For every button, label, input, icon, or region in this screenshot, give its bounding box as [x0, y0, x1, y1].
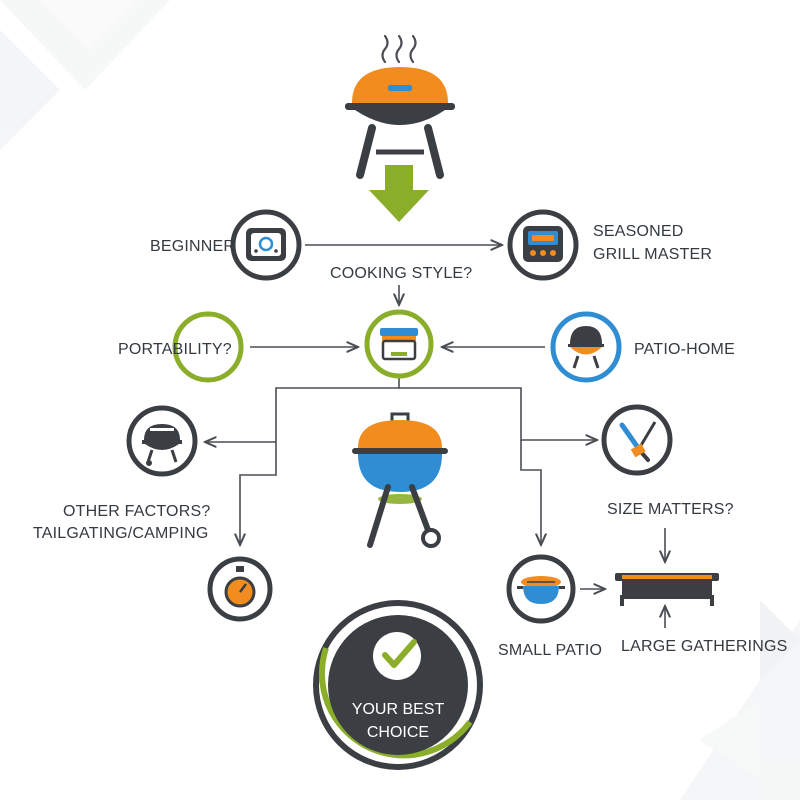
- label-large-gatherings: LARGE GATHERINGS: [621, 638, 788, 655]
- checkmark-icon: [373, 632, 421, 680]
- label-seasoned-line2: GRILL MASTER: [593, 246, 713, 263]
- thermometer-gauge-icon: [207, 556, 273, 622]
- label-seasoned-line1: SEASONED: [593, 223, 684, 240]
- digital-control-grill-icon: [230, 209, 302, 281]
- label-small-patio: SMALL PATIO: [498, 642, 603, 659]
- kettle-grill-icon: [352, 412, 448, 548]
- best-choice-badge: [313, 600, 483, 770]
- label-patio-home: PATIO-HOME: [634, 341, 735, 358]
- kettle-grill-icon: [126, 405, 198, 477]
- branch-left-down: [240, 442, 277, 545]
- label-tailgating-camping: TAILGATING/CAMPING: [33, 525, 209, 542]
- branch-left: [205, 377, 400, 442]
- down-arrow-icon: [369, 165, 429, 222]
- branch-right-down: [520, 440, 541, 545]
- label-beginner: BEGINNER: [150, 238, 236, 255]
- label-cooking-style: COOKING STYLE?: [330, 265, 473, 282]
- grill-tools-icon: [601, 404, 673, 476]
- branch-right: [399, 387, 597, 440]
- control-panel-icon: [507, 209, 579, 281]
- label-size-matters: SIZE MATTERS?: [607, 501, 734, 518]
- portable-cooler-grill-icon: [364, 309, 434, 379]
- label-other-factors: OTHER FACTORS?: [63, 503, 211, 520]
- best-choice-line1: YOUR BEST: [351, 701, 445, 718]
- label-portability: PORTABILITY?: [118, 341, 232, 358]
- covered-grill-icon: [345, 34, 455, 179]
- tabletop-grill-icon: [506, 554, 576, 624]
- connectors: [205, 245, 665, 628]
- patio-kettle-grill-icon: [550, 311, 622, 383]
- large-grill-grate-icon: [615, 573, 719, 606]
- best-choice-line2: CHOICE: [366, 724, 430, 741]
- portability-ring-icon: [172, 311, 244, 383]
